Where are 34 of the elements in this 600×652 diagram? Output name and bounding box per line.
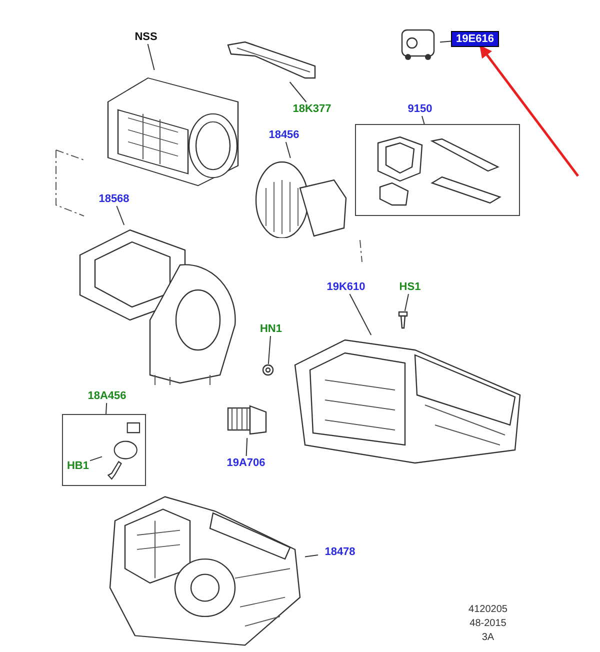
part-number: 18K377: [288, 102, 336, 116]
part-number: 18A456: [82, 389, 132, 403]
nut-drawing: [262, 364, 274, 376]
part-number: 18478: [318, 545, 362, 559]
leader-line: [147, 44, 155, 70]
part-number: 19A706: [222, 456, 270, 470]
leader-line: [304, 554, 318, 558]
drawing-reference-note: 3A: [480, 632, 496, 643]
highlighted-part-number: 19E616: [452, 32, 498, 46]
leader-line: [440, 40, 452, 43]
kit-frame: [62, 414, 146, 486]
part-number: 9150: [404, 102, 436, 116]
arrow: [479, 45, 579, 177]
leader-line: [349, 294, 372, 336]
part-number: HB1: [65, 459, 91, 473]
part-number: 19K610: [322, 280, 370, 294]
part-number: HN1: [256, 322, 286, 336]
leader-line: [90, 456, 102, 462]
kit-frame: [355, 124, 520, 216]
leader-line: [246, 438, 248, 456]
part-number: 18456: [262, 128, 306, 142]
drawing-reference-note: 48-2015: [468, 618, 508, 629]
screw-drawing: [396, 311, 410, 329]
leader-line: [116, 206, 125, 226]
leader-line: [404, 294, 409, 312]
leader-line: [285, 142, 291, 158]
part-number: HS1: [396, 280, 424, 294]
leader-line: [106, 402, 108, 414]
part-number: 18568: [92, 192, 136, 206]
part-number: NSS: [130, 30, 162, 44]
leader-line: [268, 336, 271, 364]
drawing-reference-note: 4120205: [468, 604, 508, 615]
leader-line: [422, 116, 425, 124]
leader-line: [289, 82, 307, 102]
